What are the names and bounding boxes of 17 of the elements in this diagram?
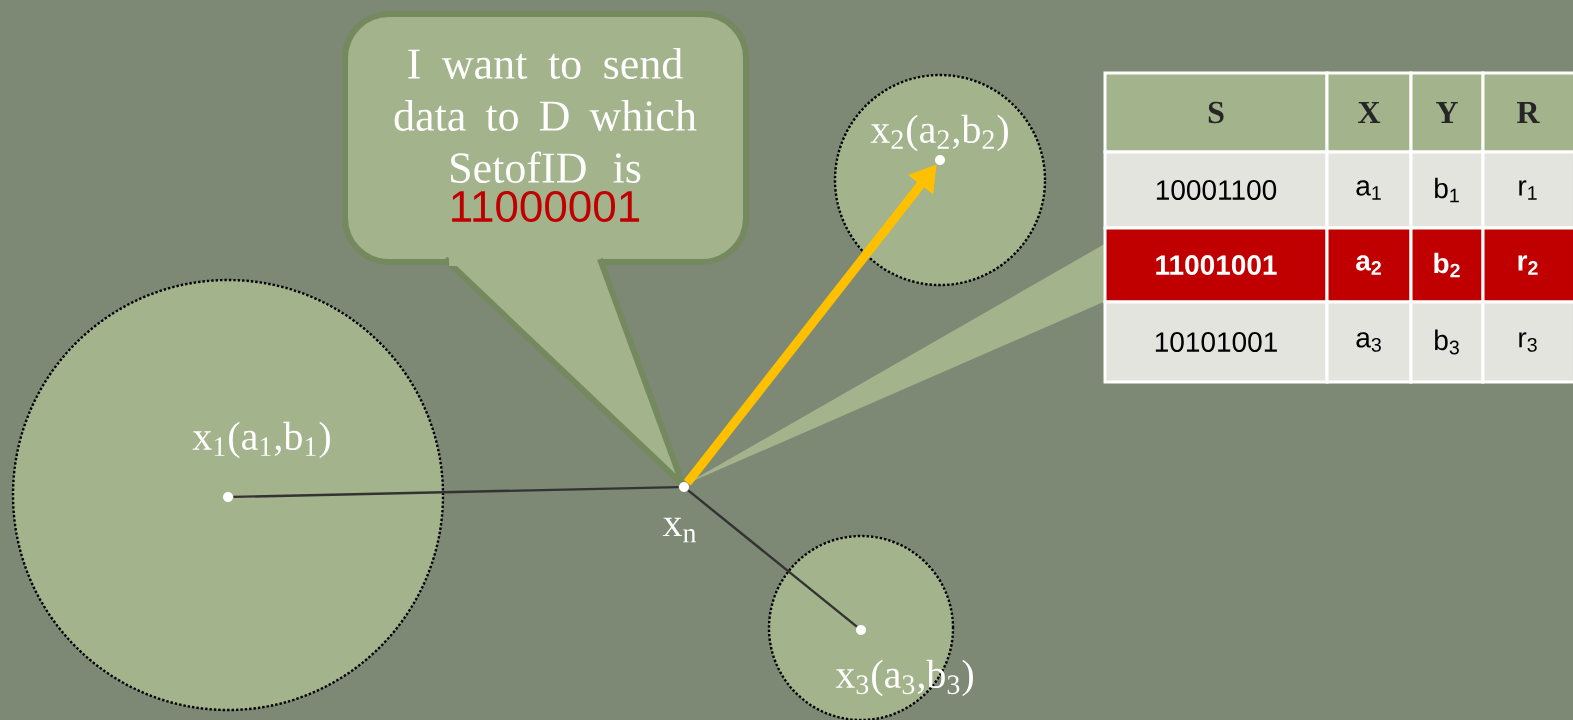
- speech-bubble: I want to send data to D which SetofID is 11000001: [342, 11, 749, 488]
- connector-line: [233, 485, 679, 499]
- table-cell: a$_{2}$: [1325, 226, 1413, 304]
- table-cell: r$_{3}$: [1481, 300, 1573, 384]
- table-cell: r$_{2}$: [1481, 226, 1573, 304]
- table-cell: b$_{3}$: [1409, 300, 1485, 384]
- table-cell: a$_{3}$: [1325, 300, 1413, 384]
- table-cell: b$_{2}$: [1409, 226, 1485, 304]
- table-cell: a$_{1}$: [1325, 150, 1413, 230]
- node-label: x$_{n}$: [662, 517, 697, 543]
- connector-line: [687, 489, 858, 628]
- table-cell: b$_{1}$: [1409, 150, 1485, 230]
- node-label: ): [962, 659, 973, 697]
- header-cell: X: [1325, 71, 1413, 154]
- header-cell: R: [1481, 71, 1573, 154]
- header-cell: Y: [1409, 71, 1485, 154]
- table-cell: r$_{1}$: [1481, 150, 1573, 230]
